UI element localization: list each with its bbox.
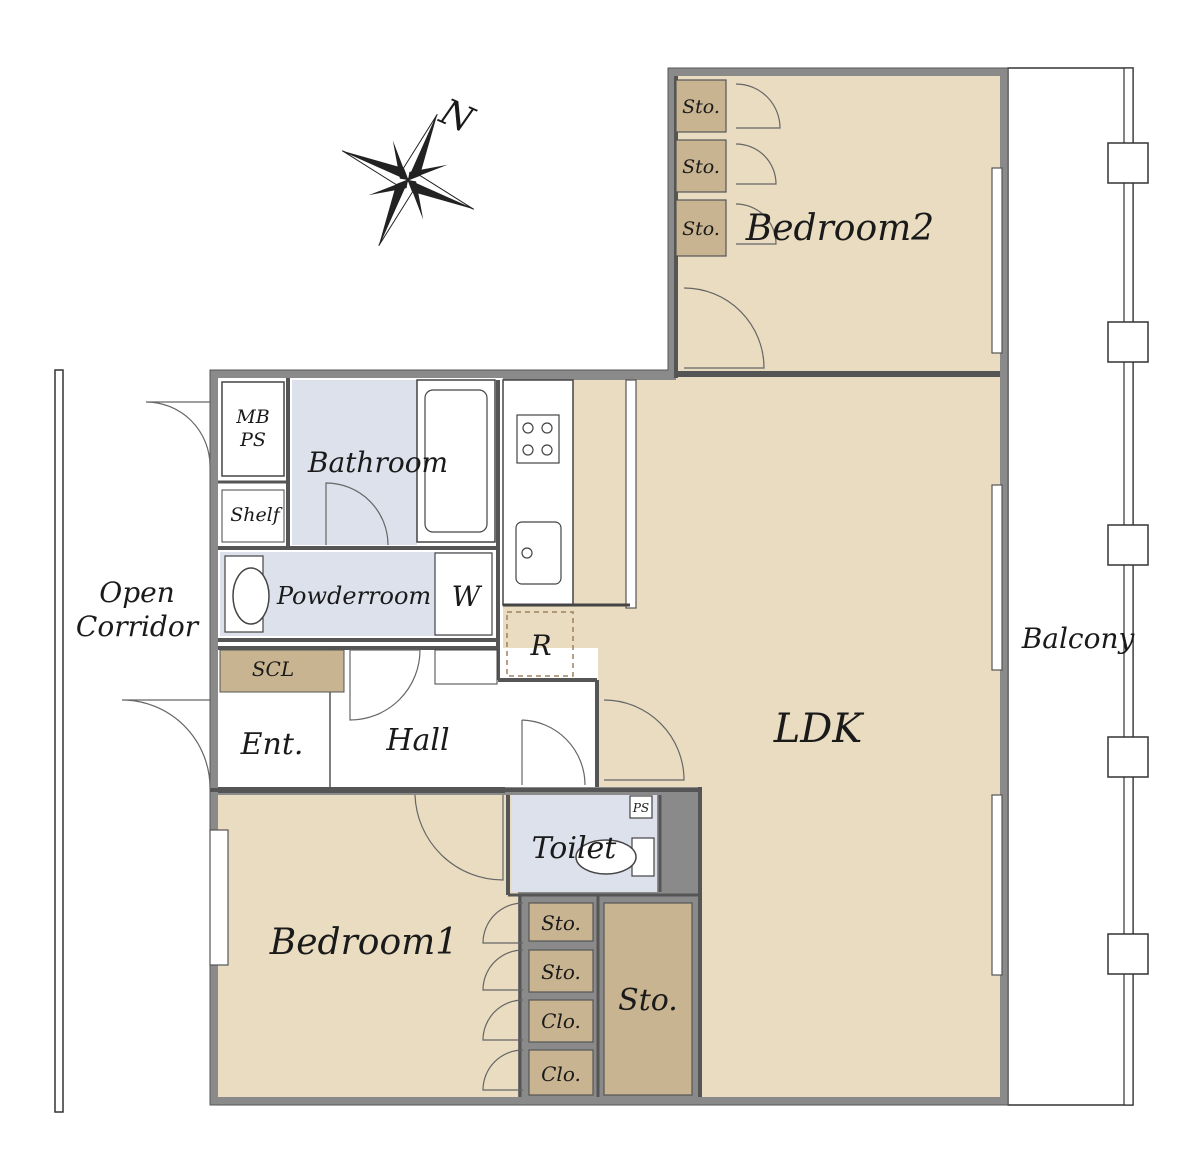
mbps-label-line1: MB	[235, 406, 269, 428]
corridor-rail	[54, 369, 64, 1113]
toilet-ps-label: PS	[632, 801, 649, 815]
storage-label: Sto.	[682, 218, 720, 240]
bedroom2-area	[676, 76, 1000, 371]
scl-label: SCL	[252, 657, 294, 681]
entrance-label: Ent.	[240, 727, 304, 762]
bathroom-label: Bathroom	[307, 446, 448, 479]
sink-icon	[515, 521, 562, 585]
stove-icon	[516, 414, 560, 464]
storage-large-label: Sto.	[618, 983, 678, 1018]
storage-label: Sto.	[541, 911, 581, 935]
bedroom1-area	[218, 795, 518, 1097]
ldk-label: LDK	[773, 706, 865, 752]
refrigerator-space	[506, 611, 574, 677]
storage-label: Sto.	[682, 156, 720, 178]
washer-space	[434, 552, 493, 636]
toilet-label: Toilet	[532, 831, 618, 866]
mbps-label-line2: PS	[239, 429, 266, 451]
hall-label: Hall	[385, 723, 449, 758]
powderroom-label: Powderroom	[276, 582, 431, 610]
toilet-icon	[575, 837, 655, 877]
open-corridor-label-line1: Open	[99, 576, 174, 609]
balcony-label: Balcony	[1021, 622, 1136, 655]
shelf-label: Shelf	[230, 504, 283, 526]
mbps-box	[221, 381, 285, 477]
refrigerator-label: R	[529, 629, 551, 662]
washbasin-icon	[232, 567, 270, 625]
storage-label: Sto.	[682, 96, 720, 118]
shelf-box	[221, 489, 285, 543]
compass-icon	[341, 113, 475, 247]
bedroom2-label: Bedroom2	[745, 208, 934, 249]
compass-north-label: N	[433, 91, 481, 142]
closet-label: Clo.	[541, 1009, 581, 1033]
storage-boxes	[528, 79, 727, 1096]
balcony	[1007, 67, 1149, 1106]
hall-shelf-box	[434, 649, 498, 685]
open-corridor-label-line2: Corridor	[76, 610, 200, 643]
storage-label: Sto.	[541, 960, 581, 984]
washer-label: W	[452, 580, 483, 613]
closet-label: Clo.	[541, 1062, 581, 1086]
kitchen-counter	[502, 379, 630, 607]
interior-walls	[210, 76, 1000, 1097]
door-swings	[121, 83, 781, 1091]
windows	[209, 167, 1003, 976]
bedroom1-label: Bedroom1	[269, 922, 458, 963]
bathtub-icon	[416, 379, 496, 543]
bathroom-area	[292, 380, 417, 545]
scl-box	[219, 649, 345, 693]
toilet-ps-box	[629, 795, 653, 819]
